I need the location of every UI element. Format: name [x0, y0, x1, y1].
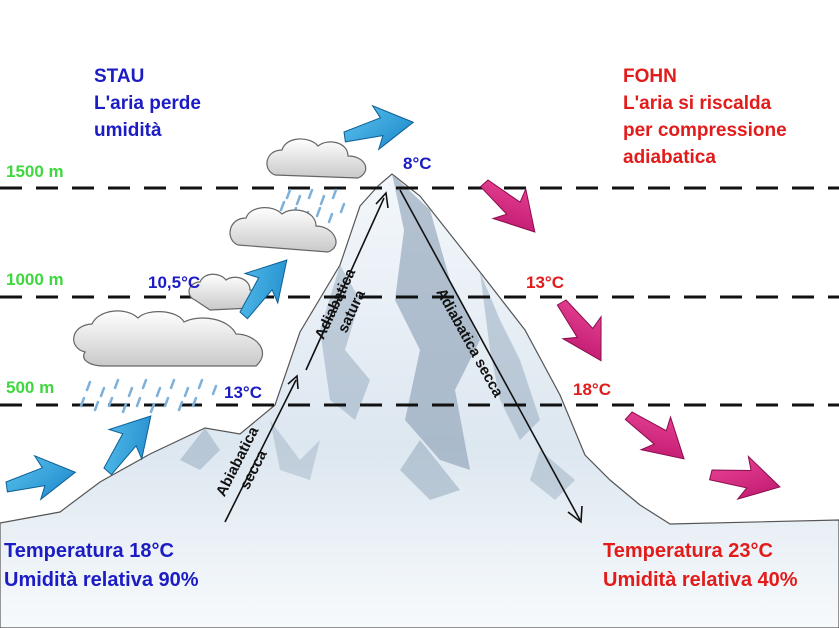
windward-temperature: Temperatura 18°C — [4, 540, 174, 562]
fohn-line-2: per compressione — [623, 120, 787, 141]
windward-humidity: Umidità relativa 90% — [4, 569, 199, 591]
dry-adiabatic-up-arrowhead — [287, 374, 299, 390]
process-arrows — [224, 189, 583, 524]
leeward-temperature: Temperatura 23°C — [603, 540, 773, 562]
temp-windward-1000: 10,5°C — [148, 273, 201, 292]
leeward-arrows — [479, 179, 781, 501]
saturated-adiabatic-up-arrowhead — [375, 191, 389, 209]
fohn-line-3: adiabatica — [623, 147, 716, 168]
altitude-1500: 1500 m — [6, 162, 64, 181]
cloud-large — [73, 310, 263, 414]
wind-arrow-icon — [103, 415, 152, 476]
stau-line-2: umidità — [94, 120, 162, 141]
fohn-line-1: L'aria si riscalda — [623, 93, 772, 114]
temp-leeward-500: 18°C — [573, 380, 611, 399]
windward-arrows — [5, 104, 415, 501]
cloud-top — [266, 138, 367, 232]
wind-arrow-icon — [479, 179, 536, 233]
cloud-middle — [229, 207, 337, 253]
temp-leeward-1000: 13°C — [526, 273, 564, 292]
wind-arrow-icon — [624, 411, 685, 460]
temp-peak: 8°C — [403, 154, 432, 173]
altitude-lines — [0, 186, 839, 407]
dry-adiabatic-up-arrow — [224, 379, 297, 523]
wind-arrow-icon — [239, 259, 288, 320]
mountain — [0, 173, 839, 628]
altitude-1000: 1000 m — [6, 270, 64, 289]
wind-arrow-icon — [343, 104, 415, 151]
dry-adiabatic-down-arrow — [399, 189, 581, 521]
altitude-500: 500 m — [6, 378, 55, 397]
leeward-humidity: Umidità relativa 40% — [603, 569, 798, 591]
wind-arrow-icon — [556, 299, 602, 362]
stau-title: STAU — [94, 66, 145, 87]
stau-line-1: L'aria perde — [94, 93, 201, 114]
wind-arrow-icon — [708, 454, 781, 501]
saturated-adiabatic-up-arrow — [305, 197, 385, 371]
temp-windward-500: 13°C — [224, 383, 262, 402]
dry-adiabatic-down-arrowhead — [567, 505, 583, 524]
wind-arrow-icon — [5, 454, 77, 501]
fohn-title: FOHN — [623, 66, 677, 87]
